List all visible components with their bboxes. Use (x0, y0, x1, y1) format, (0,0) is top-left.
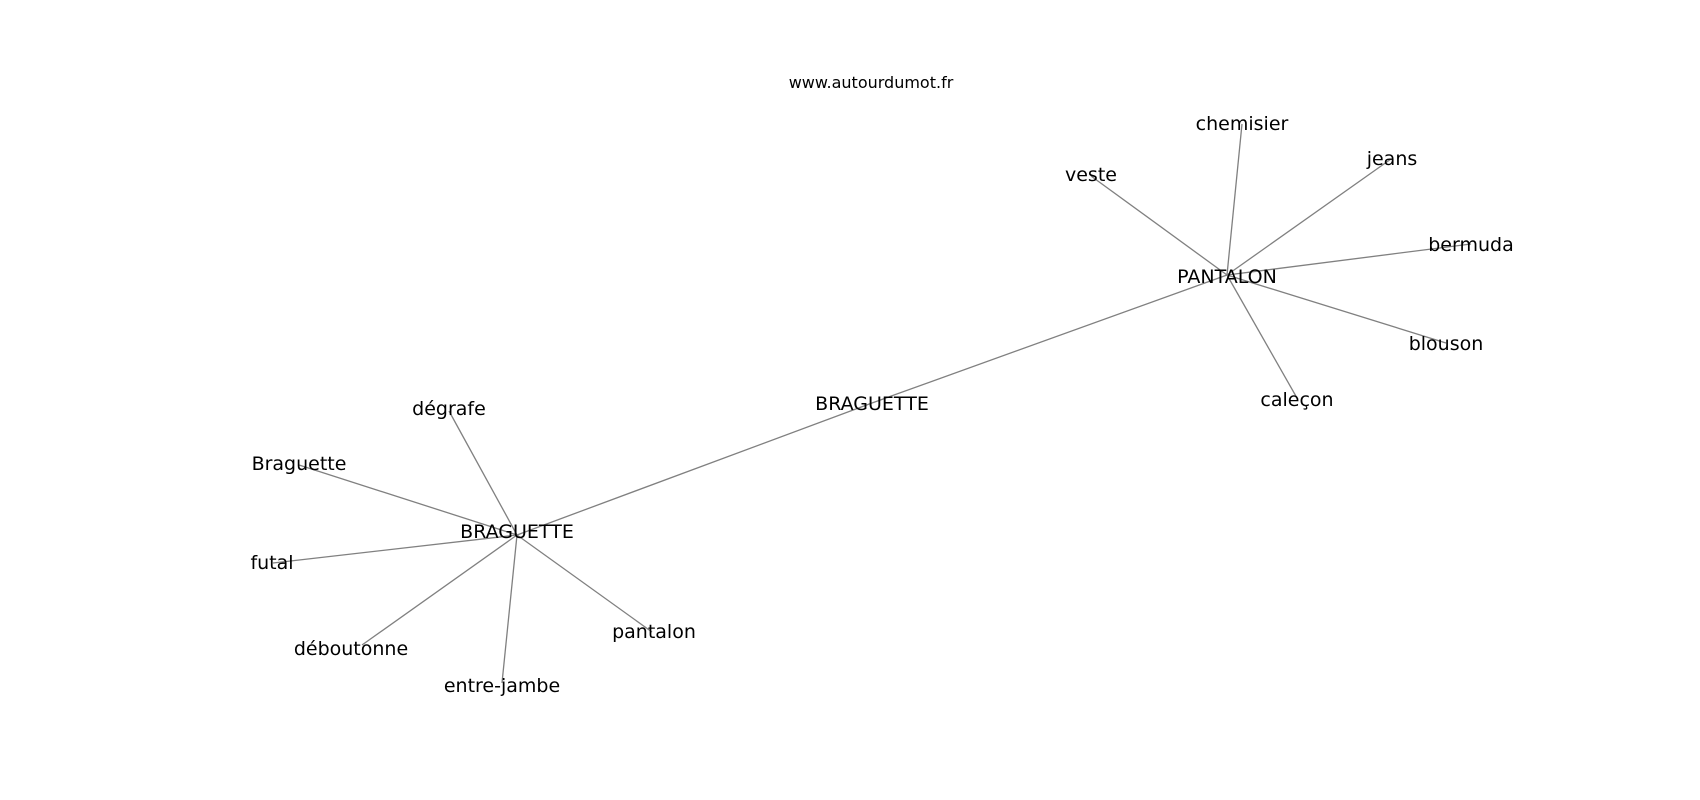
association-node-label: blouson (1409, 333, 1484, 355)
edge-center-to-braguette-hub (516, 402, 873, 536)
association-node-label: Braguette (252, 453, 347, 475)
association-node-label: futal (250, 552, 293, 574)
edge-pantalon-calecon (1226, 274, 1298, 399)
edge-braguette-degrafe (448, 410, 518, 536)
source-label: www.autourdumot.fr (789, 73, 954, 92)
association-node-label: veste (1065, 164, 1117, 186)
edge-braguette-pantalon (516, 534, 653, 633)
edge-pantalon-blouson (1226, 274, 1447, 344)
association-node-label: pantalon (612, 621, 696, 643)
edge-braguette-braguette (298, 464, 518, 536)
edge-pantalon-bermuda (1226, 243, 1472, 276)
hub-node-label: PANTALON (1177, 266, 1277, 288)
edge-braguette-entre-jambe (501, 534, 518, 684)
association-node-label: caleçon (1260, 389, 1333, 411)
labels: www.autourdumot.fr BRAGUETTE BRAGUETTE d… (250, 73, 1513, 697)
edge-pantalon-veste (1090, 175, 1228, 276)
association-node-label: déboutonne (294, 638, 408, 660)
edge-center-to-pantalon-hub (871, 274, 1228, 404)
center-node-label: BRAGUETTE (815, 393, 929, 415)
edge-braguette-futal (272, 534, 518, 564)
edge-pantalon-chemisier (1226, 123, 1243, 276)
edge-pantalon-jeans (1226, 158, 1392, 276)
edge-braguette-deboutonne (361, 534, 518, 646)
hub-node-label: BRAGUETTE (460, 521, 574, 543)
edges (272, 123, 1472, 684)
association-node-label: jeans (1366, 148, 1418, 170)
association-node-label: bermuda (1428, 234, 1513, 256)
association-node-label: entre-jambe (444, 675, 560, 697)
association-node-label: chemisier (1196, 113, 1289, 135)
association-node-label: dégrafe (412, 398, 486, 420)
